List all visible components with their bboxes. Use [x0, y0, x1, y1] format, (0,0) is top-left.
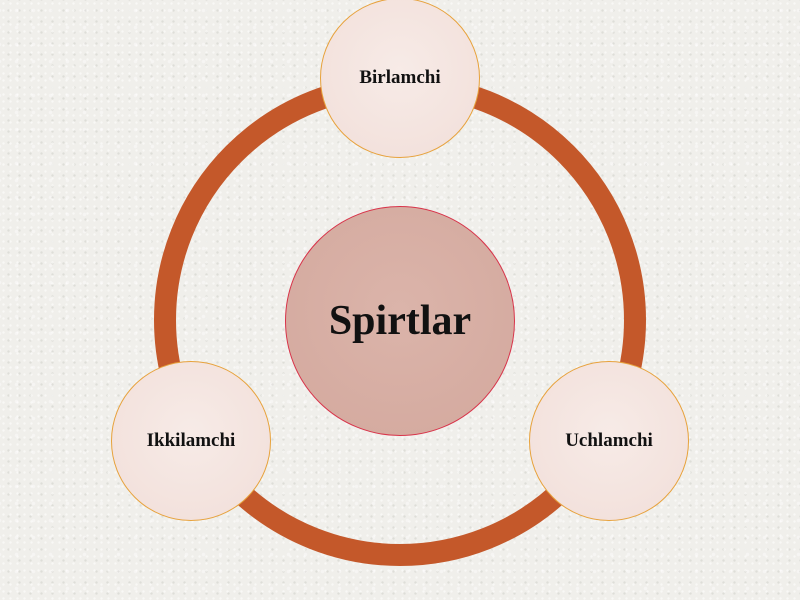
center-node-spirtlar: Spirtlar: [285, 206, 515, 436]
center-label: Spirtlar: [328, 298, 472, 344]
node-birlamchi: Birlamchi: [320, 0, 480, 158]
node-label: Birlamchi: [359, 67, 441, 88]
node-ikkilamchi: Ikkilamchi: [111, 361, 271, 521]
node-uchlamchi: Uchlamchi: [529, 361, 689, 521]
node-label: Ikkilamchi: [146, 430, 236, 451]
node-label: Uchlamchi: [565, 430, 653, 451]
